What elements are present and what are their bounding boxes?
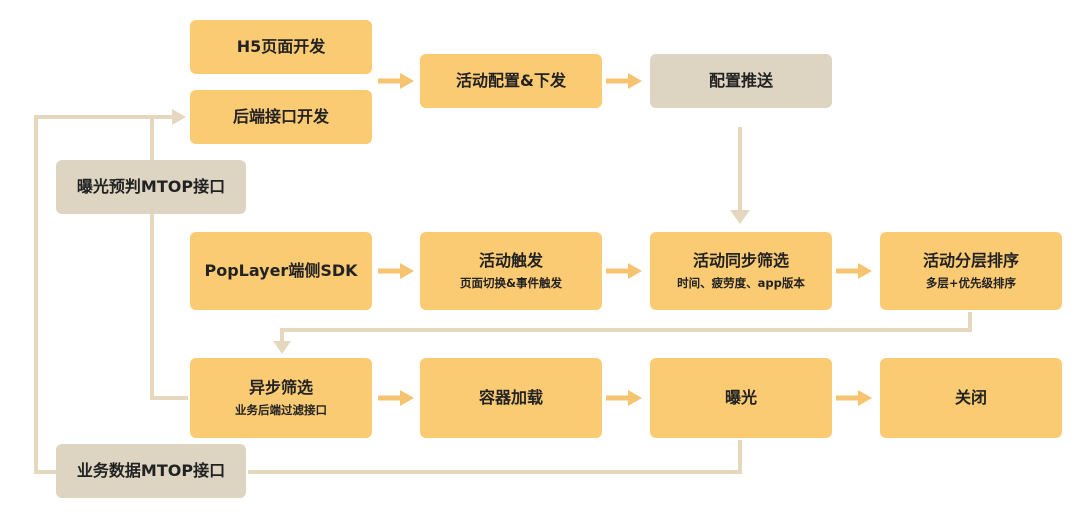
arrowhead-config-to-push <box>628 73 642 89</box>
activity-trigger-sublabel: 页面切换&事件触发 <box>459 276 563 290</box>
poplayer-sdk-box: PopLayer端侧SDK <box>190 232 372 310</box>
arrowhead-into-sync-filter <box>730 210 750 224</box>
activity-layer-sort-sublabel: 多层+优先级排序 <box>925 276 1017 290</box>
activity-config-box: 活动配置&下发 <box>420 54 602 108</box>
async-filter-label: 异步筛选 <box>248 378 313 397</box>
activity-sync-filter-label: 活动同步筛选 <box>692 251 789 270</box>
business-data-mtop-box: 业务数据MTOP接口 <box>56 444 246 498</box>
business-data-mtop-label: 业务数据MTOP接口 <box>76 461 226 480</box>
arrowhead-into-backend <box>172 109 186 125</box>
exposure-predict-mtop-box: 曝光预判MTOP接口 <box>56 160 246 214</box>
connector-data-mtop-to-backend <box>34 115 152 474</box>
close-label: 关闭 <box>954 388 987 407</box>
poplayer-sdk-label: PopLayer端侧SDK <box>204 261 358 280</box>
arrowhead-trigger-to-sync <box>628 263 642 279</box>
exposure-label: 曝光 <box>724 388 757 407</box>
arrowhead-exposure-to-close <box>858 390 872 406</box>
activity-layer-sort-label: 活动分层排序 <box>922 251 1019 270</box>
activity-sync-filter-box: 活动同步筛选 时间、疲劳度、app版本 <box>650 232 832 310</box>
activity-trigger-box: 活动触发 页面切换&事件触发 <box>420 232 602 310</box>
close-box: 关闭 <box>880 358 1062 438</box>
backend-api-dev-label: 后端接口开发 <box>232 107 329 126</box>
container-load-box: 容器加载 <box>420 358 602 438</box>
activity-sync-filter-sublabel: 时间、疲劳度、app版本 <box>677 276 805 290</box>
h5-page-dev-box: H5页面开发 <box>190 20 372 74</box>
async-filter-box: 异步筛选 业务后端过滤接口 <box>190 358 372 438</box>
arrowhead-async-to-container <box>400 390 414 406</box>
connector-layer-sort-to-async-filter <box>280 312 972 342</box>
backend-api-dev-box: 后端接口开发 <box>190 90 372 144</box>
activity-config-label: 活动配置&下发 <box>456 71 566 90</box>
config-push-box: 配置推送 <box>650 54 832 108</box>
arrowhead-sync-to-layer <box>858 263 872 279</box>
arrowhead-sdk-to-trigger <box>400 263 414 279</box>
h5-page-dev-label: H5页面开发 <box>236 37 326 56</box>
activity-trigger-label: 活动触发 <box>478 251 543 270</box>
exposure-box: 曝光 <box>650 358 832 438</box>
container-load-label: 容器加载 <box>478 388 543 407</box>
arrowhead-container-to-exposure <box>628 390 642 406</box>
connector-exposure-to-data-mtop <box>248 440 742 474</box>
config-push-label: 配置推送 <box>708 71 773 90</box>
connector-async-filter-to-backend <box>150 115 188 400</box>
async-filter-sublabel: 业务后端过滤接口 <box>235 403 327 417</box>
arrowhead-dev-to-config <box>400 73 414 89</box>
exposure-predict-mtop-label: 曝光预判MTOP接口 <box>76 177 226 196</box>
arrowhead-into-async-filter <box>273 341 291 354</box>
activity-layer-sort-box: 活动分层排序 多层+优先级排序 <box>880 232 1062 310</box>
